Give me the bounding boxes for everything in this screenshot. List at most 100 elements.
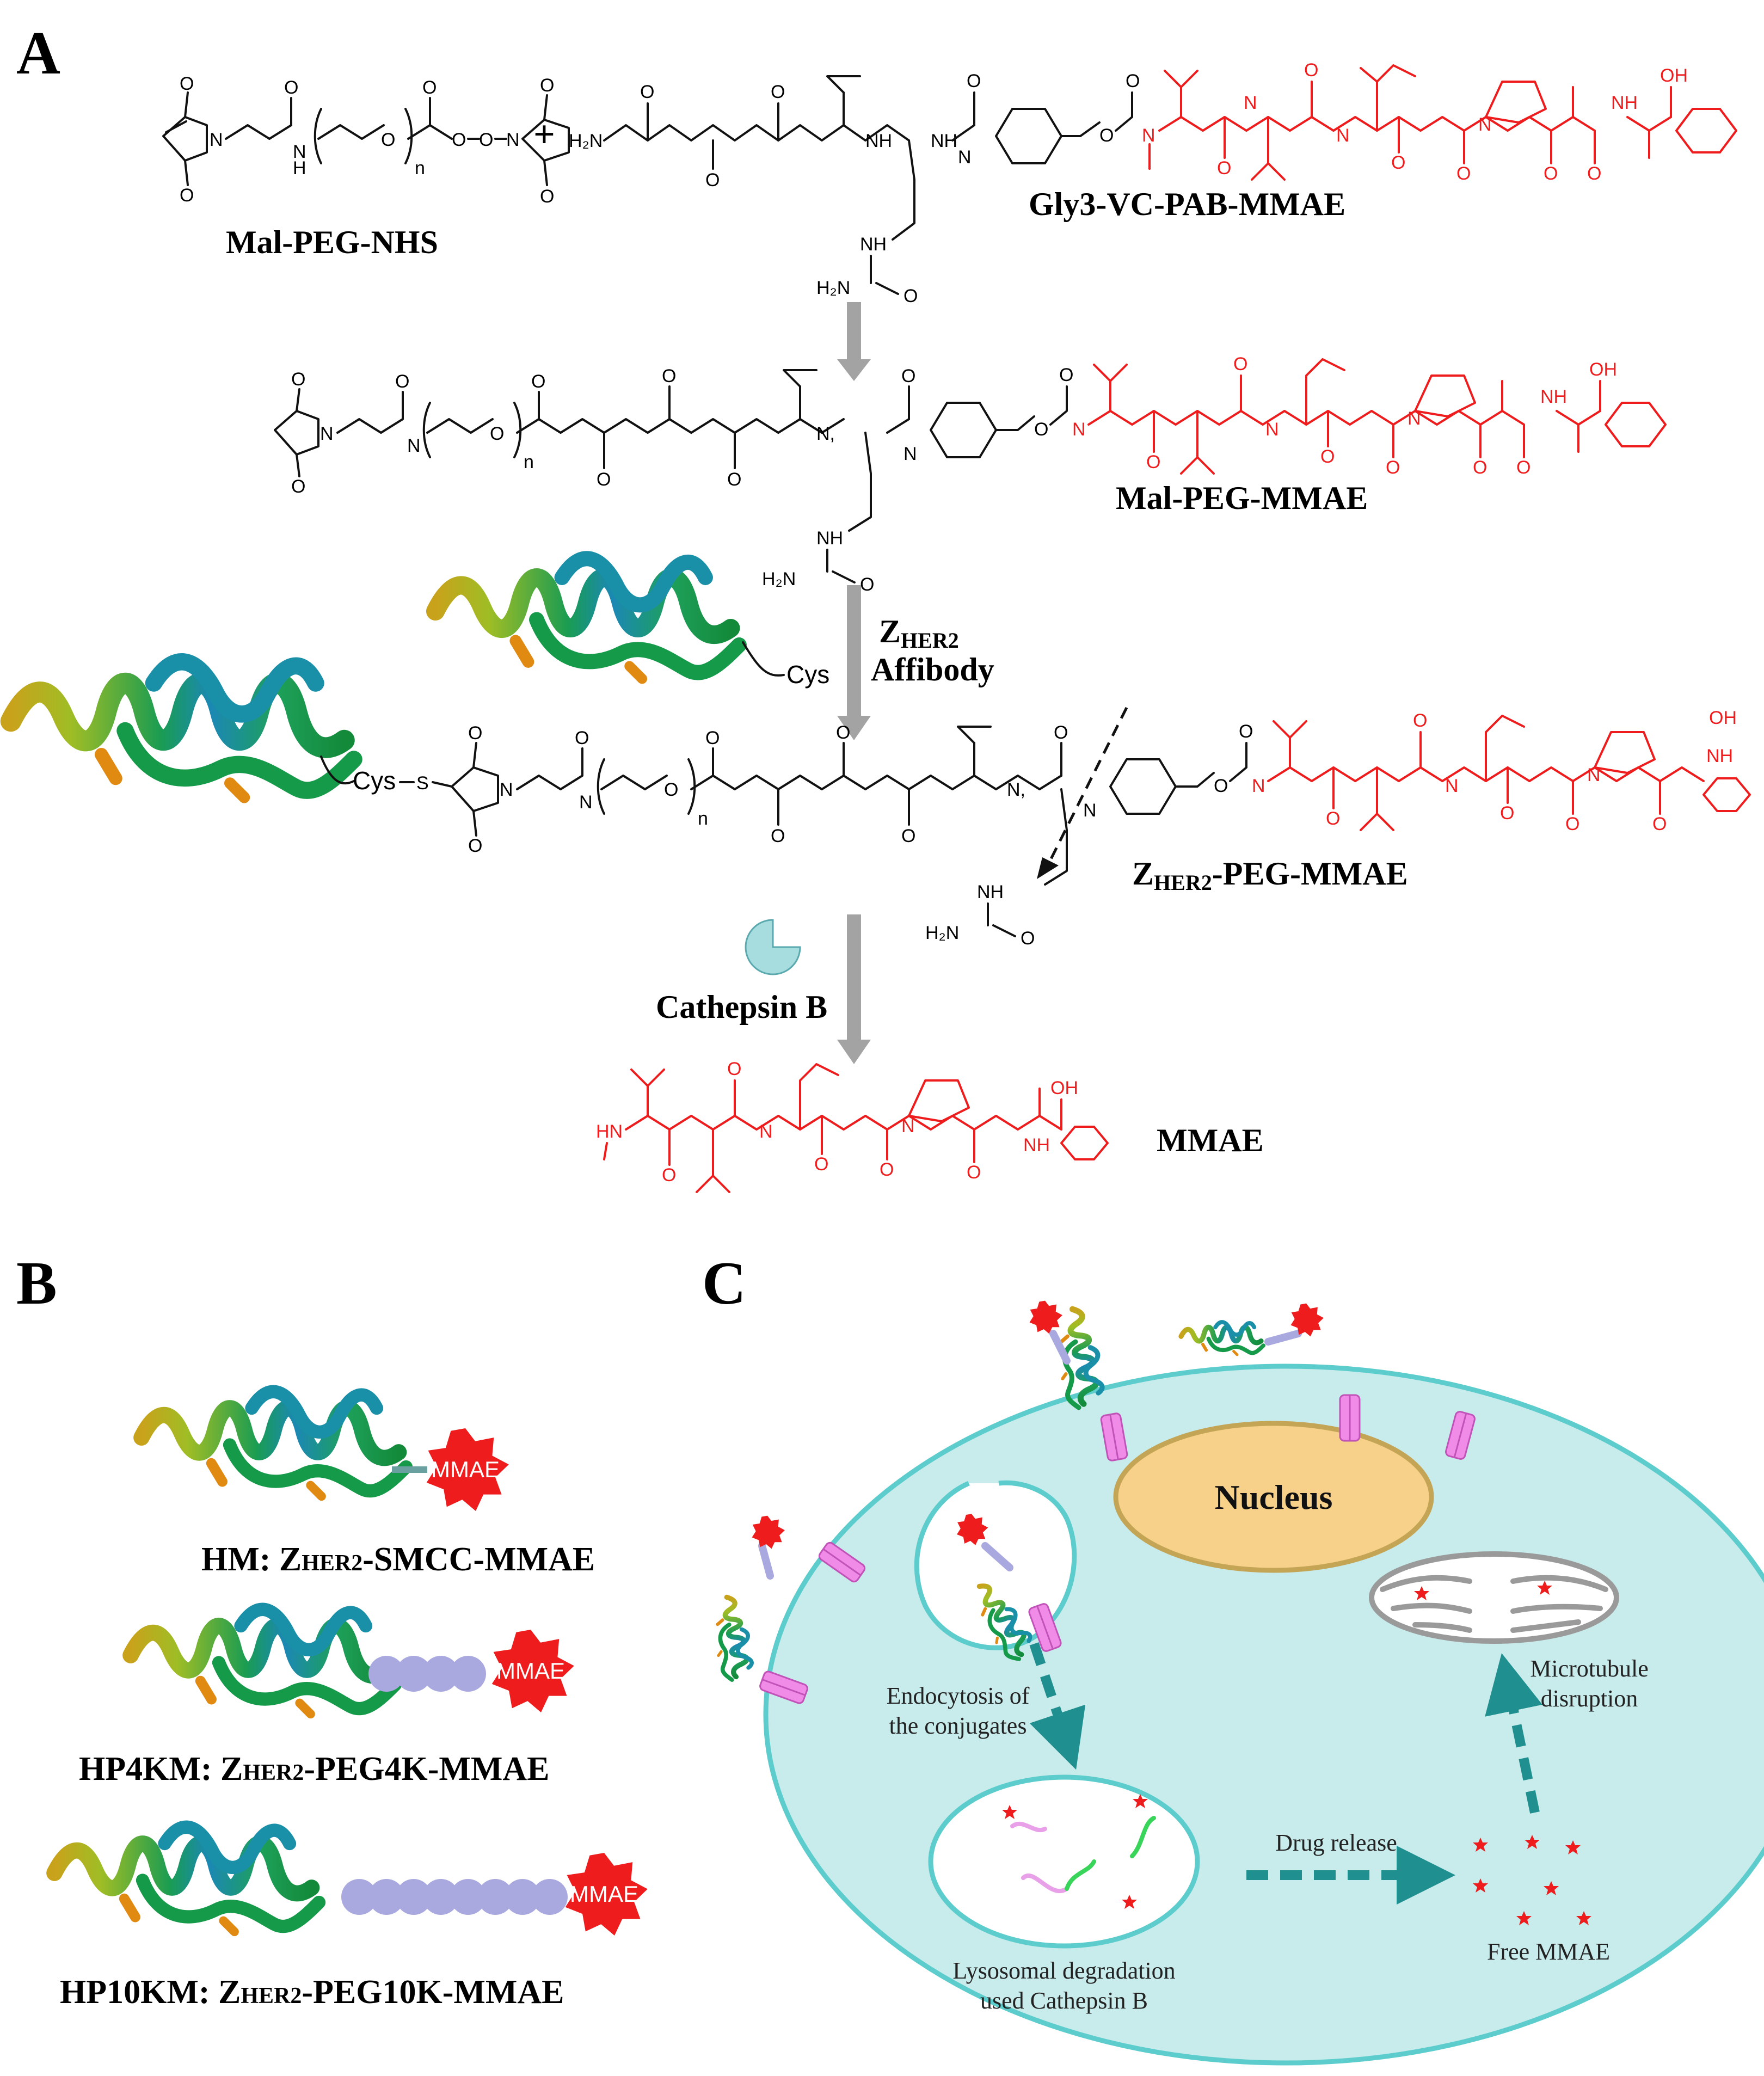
endocytosis-arrow (1029, 1642, 1086, 1770)
atom-o: O (1456, 163, 1471, 184)
atom-o: O (1239, 721, 1253, 742)
peg-bead-icon (396, 1879, 432, 1915)
atom-o: O (597, 469, 611, 490)
panel-a-label: A (16, 20, 60, 87)
atom-o: O (1391, 152, 1405, 173)
atom-n-comma: N, (1007, 779, 1025, 800)
atom-o: O (284, 77, 298, 98)
process-arrowhead-3 (837, 1040, 871, 1064)
label-mal-peg-nhs: Mal-PEG-NHS (226, 224, 438, 260)
atom-n: N (579, 792, 593, 813)
atom-o: O (1126, 71, 1140, 91)
gly3-vc-pab-structure: H₂N O O O NH NH NH H₂N O O N O O (569, 71, 1140, 306)
atom-n: N (1265, 419, 1279, 440)
free-mmae-structure: HN O O N O O N O NH OH (596, 1059, 1109, 1193)
atom-h2n: H₂N (569, 131, 603, 151)
conjugate-hp10km-label: HP10KM: ZHER2-PEG10K-MMAE (60, 1974, 564, 2011)
microtubule-label-2: disruption (1541, 1685, 1638, 1712)
conj-code: HP10KM: (60, 1974, 210, 2011)
atom-o: O (531, 371, 545, 392)
atom-o: O (1386, 457, 1400, 478)
atom-o: O (1304, 60, 1318, 81)
atom-o: O (395, 371, 409, 392)
atom-n: N (210, 130, 223, 150)
atom-o: O (771, 826, 785, 846)
process-arrow-2 (847, 585, 861, 718)
atom-o: O (1320, 446, 1335, 467)
peg-bead-icon (450, 1656, 486, 1692)
affibody-reagent-label: ZHER2 (879, 613, 959, 653)
her2-receptor-icon (1339, 1394, 1361, 1442)
peg-bead-icon (368, 1879, 404, 1915)
atom-n: N (293, 142, 306, 162)
atom-o: O (479, 130, 493, 150)
atom-o: O (1214, 776, 1228, 796)
lysosome-contents (1002, 1794, 1156, 1909)
peg-bead-icon (1049, 1330, 1071, 1365)
conj-z: Z (279, 1541, 302, 1578)
panel-c-label: C (702, 1250, 746, 1317)
atom-o: O (1544, 163, 1558, 184)
atom-nh: NH (1023, 1135, 1050, 1156)
affibody-helix-icon (131, 1610, 395, 1714)
mmae-red-structure-row2: N O O N O O N O O NH OH (1072, 354, 1667, 478)
atom-n-sub: n (415, 158, 425, 179)
peg-bead-icon (532, 1879, 568, 1915)
peg-bead-icon (396, 1656, 432, 1692)
atom-o: O (468, 836, 482, 856)
atom-n: N (958, 147, 972, 168)
peg-bead-icon (981, 1542, 1013, 1571)
atom-h: H (293, 158, 306, 179)
conj-sub: HER2 (243, 1760, 304, 1785)
lysosome (928, 1774, 1200, 1949)
atom-o: O (727, 469, 741, 490)
atom-o: O (180, 185, 194, 206)
peg-bead-icon (368, 1656, 404, 1692)
atom-n: N (1083, 800, 1097, 821)
process-arrowhead-1 (837, 359, 871, 381)
atom-o: O (662, 366, 676, 386)
atom-n: N (1587, 765, 1601, 785)
conj-sub: HER2 (302, 1551, 362, 1576)
atom-o: O (1146, 452, 1160, 472)
atom-o: O (727, 1059, 741, 1079)
endocytosis-label-1: Endocytosis of (887, 1682, 1030, 1709)
zher2-peg-mmae-structure: S O O N O N O n O O O O N, NH H₂N O O (399, 721, 1253, 949)
conjugate-hm-label: HM: ZHER2-SMCC-MMAE (201, 1541, 595, 1578)
affibody-sub: HER2 (901, 628, 959, 653)
cys-label: Cys (353, 766, 396, 795)
atom-o: O (575, 728, 589, 748)
conj-rest: -SMCC-MMAE (362, 1541, 595, 1578)
conjugate-hp4km-label: HP4KM: ZHER2-PEG4K-MMAE (79, 1751, 550, 1788)
affibody-z: Z (879, 613, 901, 649)
atom-h2n: H₂N (925, 923, 959, 943)
affibody-helix-icon (709, 1595, 755, 1681)
lysosome-label-1: Lysosomal degradation (952, 1957, 1175, 1984)
atom-o: O (1233, 354, 1247, 374)
atom-n: N (759, 1121, 773, 1142)
atom-o: O (903, 286, 918, 306)
cleavage-site-arrow (1043, 707, 1128, 872)
atom-n: N (1072, 419, 1086, 440)
affibody-helix-icon (54, 1827, 319, 1932)
atom-o: O (180, 73, 194, 94)
mmae-red-structure-row1: N O N O N O O N O O NH OH (1142, 60, 1737, 184)
peg-bead-icon (423, 1879, 459, 1915)
label-gly3-vc-pab-mmae: Gly3-VC-PAB-MMAE (1029, 186, 1345, 222)
atom-o: O (1516, 457, 1531, 478)
peg-bead-icon (758, 1542, 774, 1580)
label-mmae: MMAE (1157, 1122, 1264, 1158)
atom-o: O (860, 574, 874, 595)
microtubule-label-1: Microtubule (1530, 1655, 1649, 1682)
atom-o: O (540, 75, 554, 96)
zher2-suffix: -PEG-MMAE (1212, 856, 1408, 892)
atom-o: O (291, 369, 305, 390)
affibody-word: Affibody (871, 652, 994, 687)
atom-o: O (1034, 419, 1048, 440)
atom-o: O (452, 130, 466, 150)
mmae-red-structure-row3: N O O N O O N O NH OH (1252, 708, 1751, 834)
nucleus (1113, 1421, 1434, 1573)
atom-o: O (1587, 163, 1601, 184)
conj-code: HM: (201, 1541, 271, 1578)
